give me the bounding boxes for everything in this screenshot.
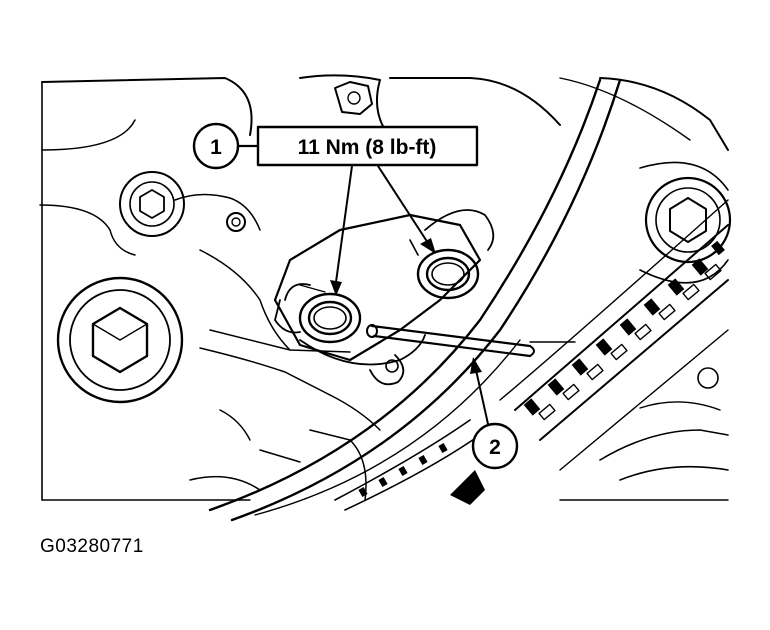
figure-code: G03280771 (40, 536, 144, 557)
callout-1: 1 11 Nm (8 lb-ft) (192, 122, 479, 170)
callout-2-circle (471, 422, 519, 470)
small-hole (226, 212, 246, 232)
right-side-bolt (644, 176, 732, 264)
tensioner-bracket (273, 213, 482, 386)
timing-chain (499, 199, 729, 471)
chain-links (523, 240, 725, 416)
tensioner-bolt-left (274, 283, 362, 344)
top-stud (334, 81, 373, 115)
callout-2-number: 2 (489, 436, 501, 459)
lower-chain-teeth (334, 419, 485, 511)
torque-spec-box (256, 125, 479, 167)
torque-spec-label: 11 Nm (8 lb-ft) (298, 136, 437, 159)
tensioner-bolt-right (409, 209, 495, 300)
lower-right-housing (559, 367, 729, 501)
torque-leader-arrows (330, 165, 436, 296)
chain-link-outlines (538, 263, 722, 421)
upper-left-bolt (119, 171, 185, 237)
large-lower-left-bolt (56, 276, 184, 404)
callout-2: 2 (470, 357, 519, 470)
chain-guide (208, 78, 622, 522)
engine-block-outline (39, 74, 729, 501)
callout-1-number: 1 (210, 136, 222, 159)
